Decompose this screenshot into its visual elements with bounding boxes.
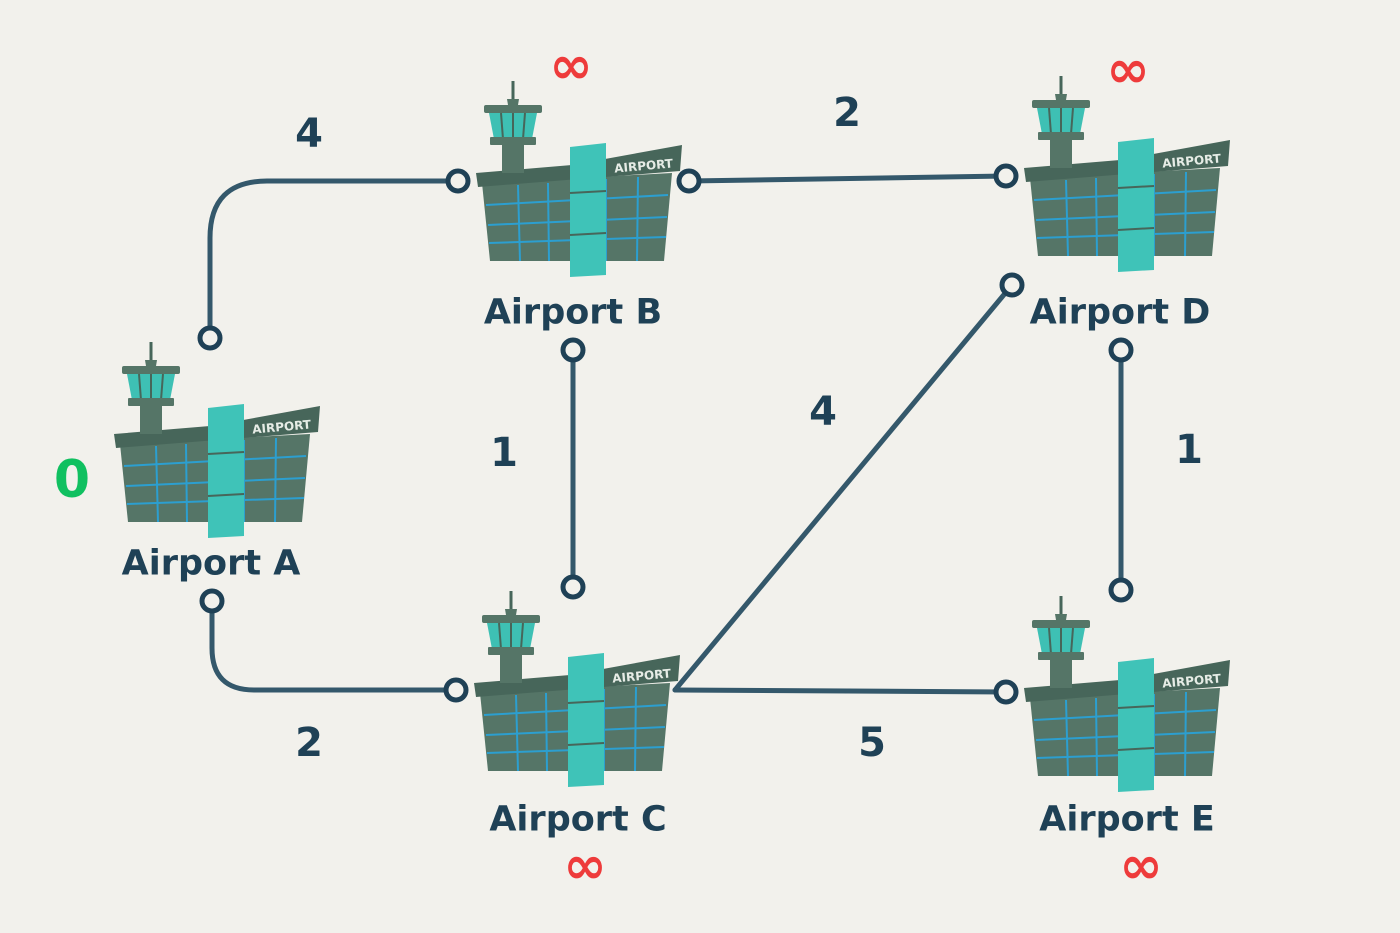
edge-c-d-endpoint (999, 272, 1025, 298)
edge-b-c-endpoint (560, 574, 586, 600)
edge-weight-c-d: 4 (809, 389, 837, 435)
edge-a-c-endpoint (443, 677, 469, 703)
edge-b-c-endpoint (560, 337, 586, 363)
edge-b-d-endpoint (676, 168, 702, 194)
airport-d-building (1022, 74, 1232, 274)
edge-a-b-endpoint (197, 325, 223, 351)
edge-weight-a-b: 4 (295, 111, 323, 157)
edge-weight-b-d: 2 (833, 90, 861, 136)
airport-c-label: Airport C (489, 799, 667, 840)
airport-d-label: Airport D (1029, 292, 1211, 333)
airport-a-building (112, 340, 322, 540)
airport-c-distance: ∞ (563, 836, 607, 896)
edge-c-e (672, 687, 1009, 695)
edge-d-e-endpoint (1108, 577, 1134, 603)
edge-weight-c-e: 5 (858, 720, 886, 766)
airport-e-building (1022, 594, 1232, 794)
airport-e-label: Airport E (1039, 799, 1215, 840)
airport-d-distance: ∞ (1106, 40, 1150, 100)
airport-c-building (472, 589, 682, 789)
edge-weight-b-c: 1 (490, 430, 518, 476)
edge-b-d (686, 173, 1009, 184)
edge-b-d-endpoint (993, 163, 1019, 189)
airport-a-distance: 0 (53, 450, 91, 510)
edge-weight-a-c: 2 (295, 720, 323, 766)
airport-b-label: Airport B (483, 292, 663, 333)
edge-layer (197, 163, 1134, 705)
edge-a-c-endpoint (199, 588, 225, 614)
edge-a-b-endpoint (445, 168, 471, 194)
airport-e-distance: ∞ (1119, 836, 1163, 896)
edge-c-d (672, 282, 1015, 693)
edge-d-e-endpoint (1108, 337, 1134, 363)
airport-b-distance: ∞ (549, 36, 593, 96)
edge-weight-d-e: 1 (1175, 427, 1203, 473)
airport-b-building (474, 79, 684, 279)
edge-a-c (209, 598, 459, 693)
edge-a-b (207, 178, 461, 341)
edge-c-e-endpoint (993, 679, 1019, 705)
airport-a-label: Airport A (121, 543, 301, 584)
